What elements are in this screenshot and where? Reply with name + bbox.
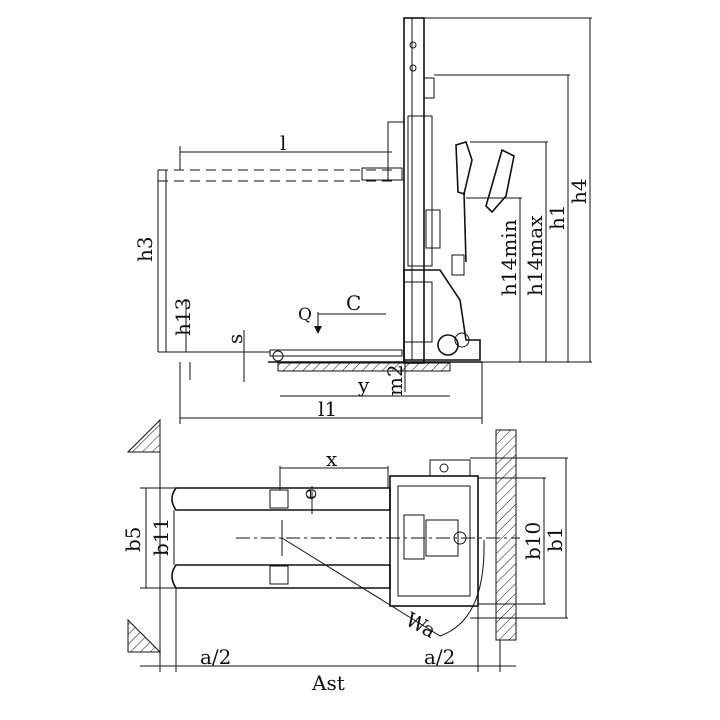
label-b1: b1: [543, 526, 567, 552]
side-view: l h3 h13 s Q C y l1 m2 h14min h14max h1 …: [133, 17, 592, 424]
label-h3: h3: [133, 236, 157, 262]
label-h14min: h14min: [497, 219, 521, 296]
corner-hatch-bottom: [127, 618, 162, 653]
q-arrowhead: [314, 326, 322, 334]
lowered-fork: [269, 349, 403, 357]
label-h14max: h14max: [523, 215, 547, 296]
label-m2: m2: [383, 364, 407, 396]
label-b5: b5: [121, 526, 145, 552]
load-wheel: [272, 350, 284, 362]
mast-outer: [403, 17, 425, 364]
drive-wheel: [437, 334, 459, 356]
mast-hole-1: [409, 41, 417, 49]
tiller-arm-upright: [463, 191, 467, 263]
label-h4: h4: [567, 178, 591, 204]
battery-box: [403, 281, 433, 343]
label-a2-left: a/2: [200, 645, 231, 669]
fork-wheel-1: [269, 489, 289, 509]
label-wa: Wa: [402, 607, 440, 643]
label-a2-right: a/2: [424, 645, 455, 669]
label-c: C: [346, 291, 361, 315]
fork-right: [171, 564, 391, 589]
label-q: Q: [298, 305, 312, 325]
hydraulic-block: [425, 209, 441, 249]
wall-hatch-right: [495, 429, 517, 641]
label-b10: b10: [521, 522, 545, 560]
drive-top: [425, 519, 459, 557]
drive-unit: [403, 269, 481, 361]
wa-radius: [281, 537, 441, 637]
support-wheel: [454, 332, 470, 348]
corner-hatch-top: [126, 418, 161, 453]
fork-left: [171, 487, 391, 511]
label-y: y: [357, 373, 370, 397]
battery-top: [403, 514, 425, 560]
top-wheel-mark: [439, 463, 449, 473]
fork-wheel-2: [269, 565, 289, 585]
mast-hole-2: [409, 64, 417, 72]
label-h13: h13: [171, 298, 195, 336]
label-e: e: [297, 488, 321, 500]
label-b11: b11: [149, 518, 173, 556]
tiller-handle-tilted: [485, 148, 515, 214]
chassis-inner: [397, 485, 471, 597]
mast-chain-frame: [407, 115, 433, 267]
label-l1: l1: [318, 397, 337, 421]
top-view: x e b5 b11 b10 b1 Wa a/2 a/2 Ast: [121, 418, 568, 695]
mast-head: [423, 77, 435, 99]
fork-carriage: [387, 121, 405, 181]
label-ast: Ast: [311, 671, 345, 695]
label-h1: h1: [545, 204, 569, 230]
control-box: [451, 254, 465, 276]
ground-hatch: [277, 362, 451, 372]
top-bumper: [429, 459, 471, 477]
raised-fork: [361, 167, 403, 181]
label-x: x: [326, 447, 338, 471]
label-s: s: [223, 334, 247, 344]
label-l: l: [280, 131, 286, 155]
wa-arc: [439, 539, 485, 637]
tiller-handle-upright: [455, 141, 473, 196]
